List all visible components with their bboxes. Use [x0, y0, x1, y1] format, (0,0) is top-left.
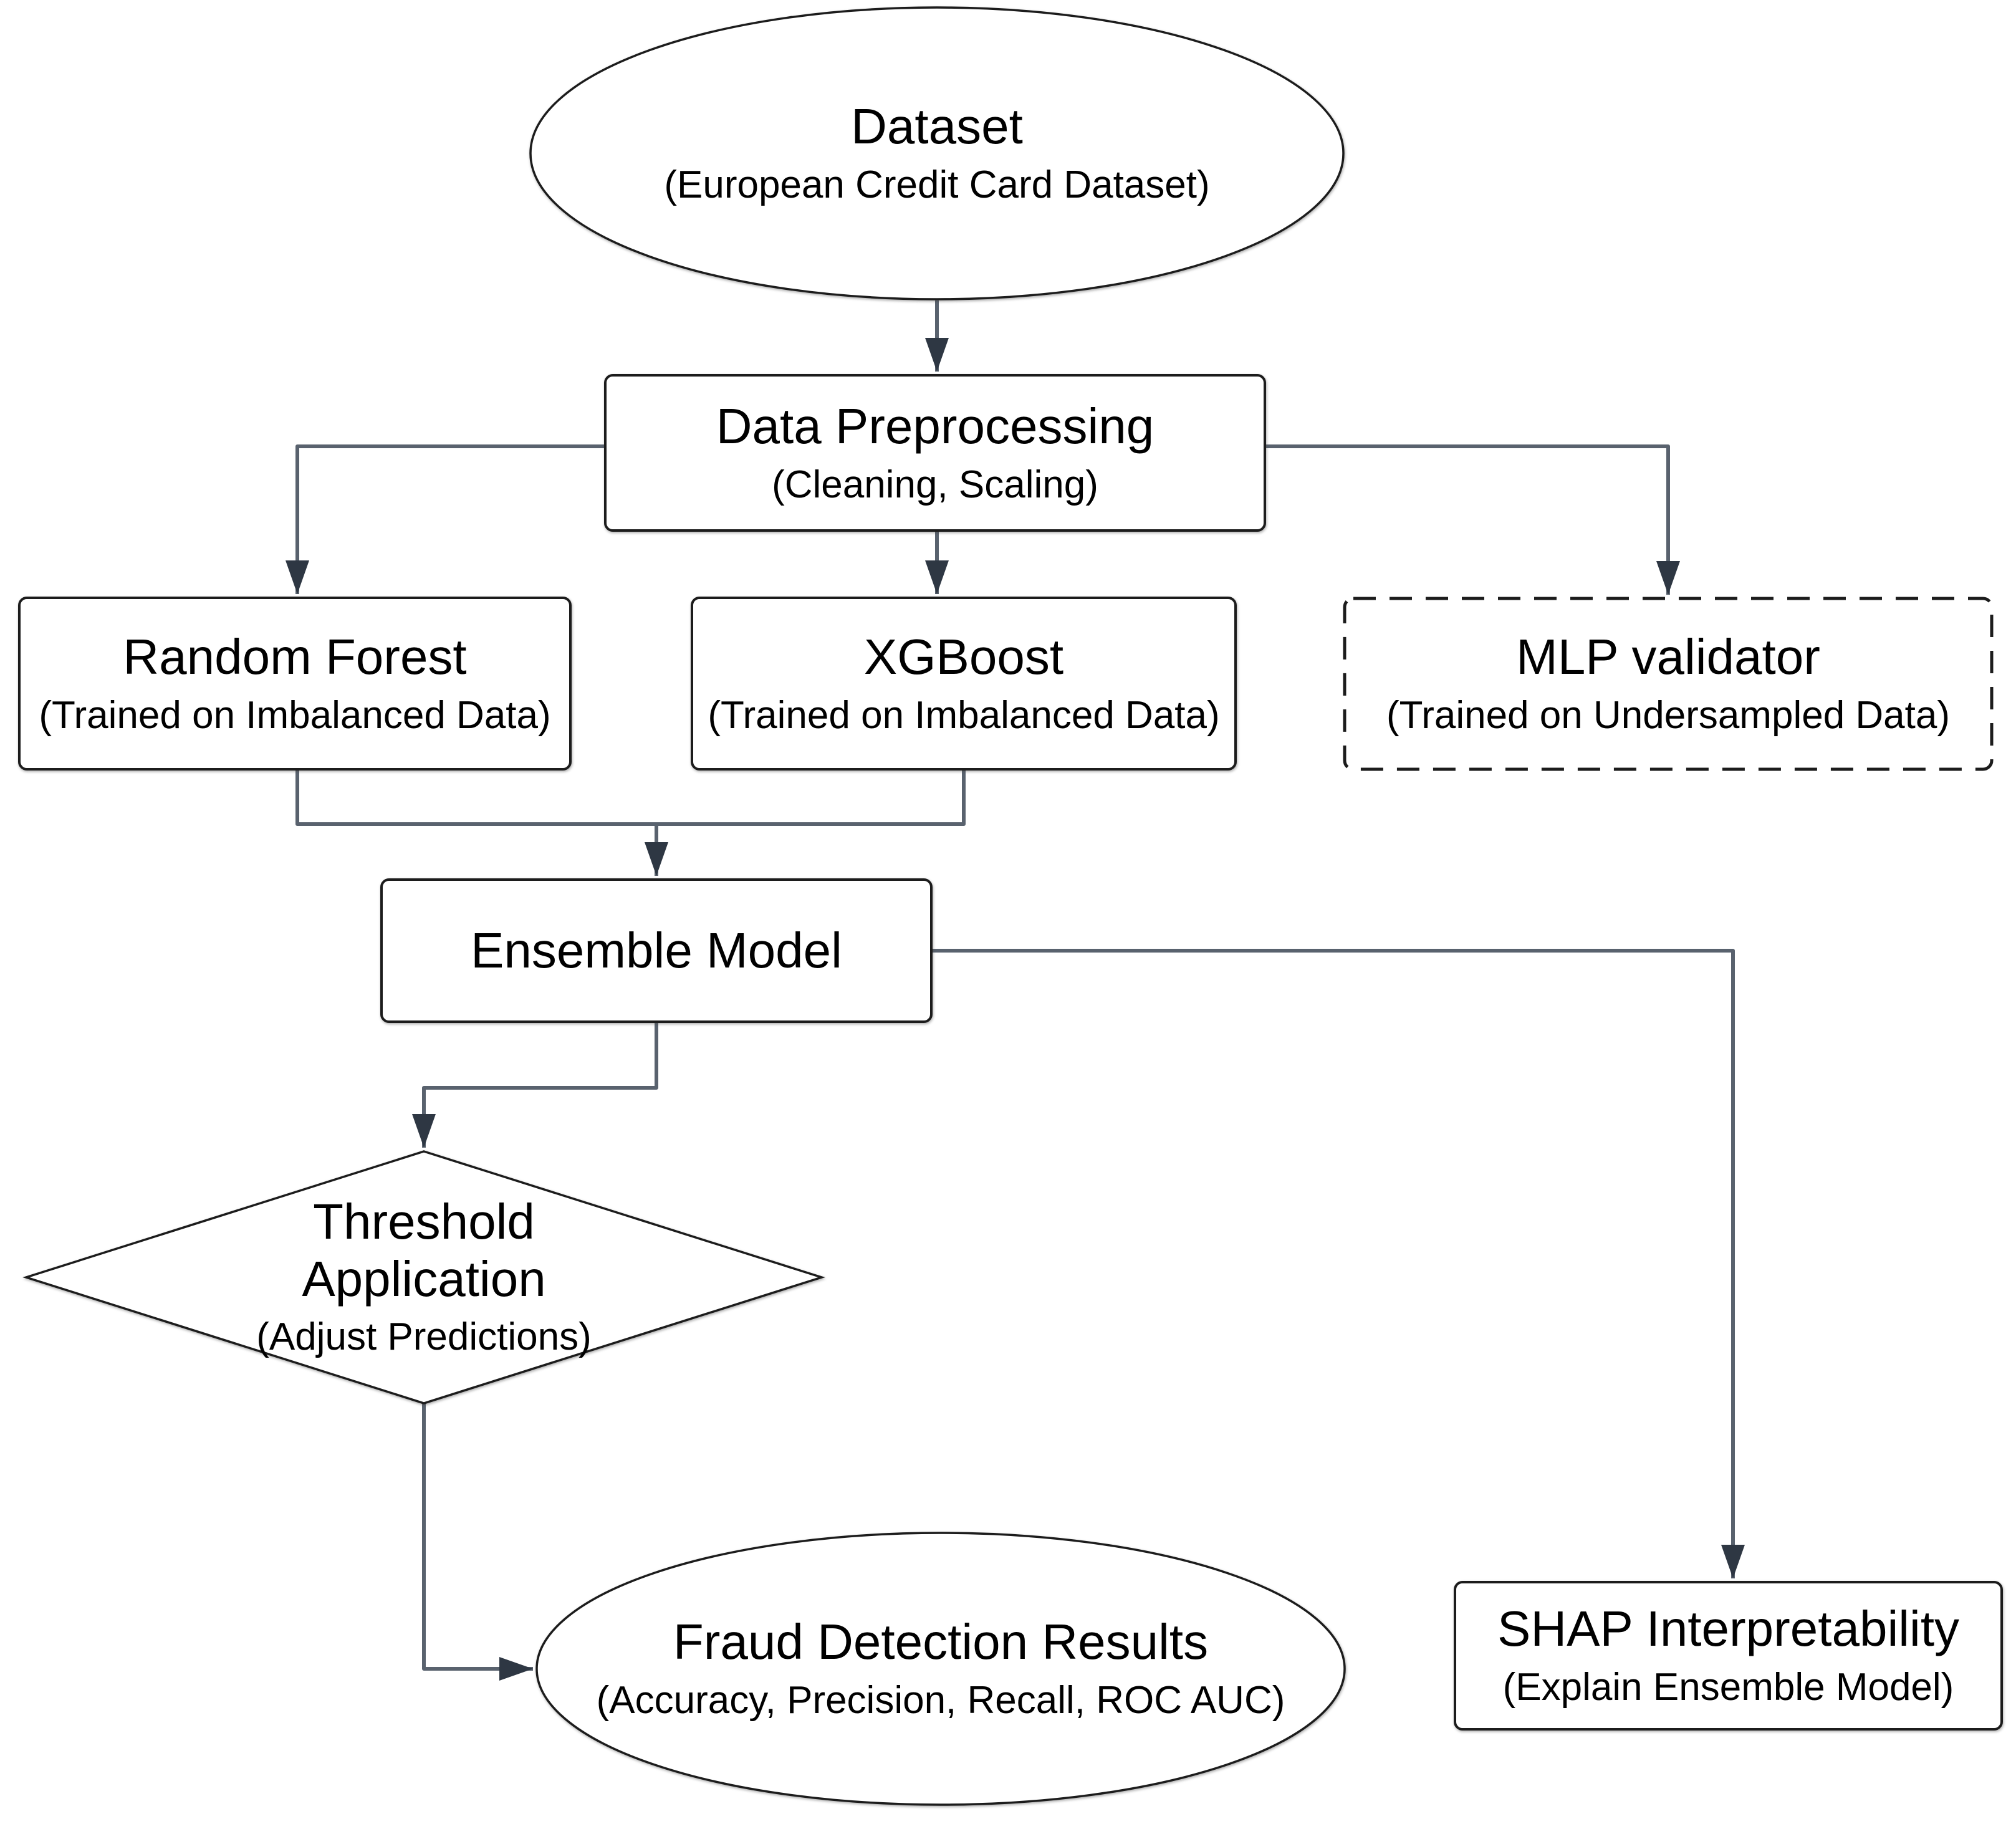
- threshold-diamond: [22, 1150, 825, 1404]
- xgboost-rect: [691, 597, 1237, 771]
- edge-threshold-to-results: [422, 1403, 533, 1681]
- edge-ensemble-to-shap: [931, 949, 1745, 1578]
- edge-preprocessing-to-mlp-validator: [1265, 444, 1680, 595]
- node-shapes: [18, 6, 2003, 1806]
- connectors: [286, 300, 1745, 1681]
- dataset-ellipse: [529, 6, 1345, 300]
- random-forest-rect: [18, 597, 572, 771]
- edge-ensemble-to-threshold: [412, 1022, 658, 1148]
- ensemble-rect: [380, 878, 933, 1023]
- preprocessing-rect: [604, 374, 1266, 532]
- edge-merge-random-forest-xgboost: [295, 769, 966, 826]
- results-ellipse: [535, 1532, 1346, 1806]
- edge-preprocessing-to-random-forest: [286, 444, 605, 594]
- shap-rect: [1454, 1581, 2003, 1731]
- mlp-validator-rect: [1343, 597, 1994, 771]
